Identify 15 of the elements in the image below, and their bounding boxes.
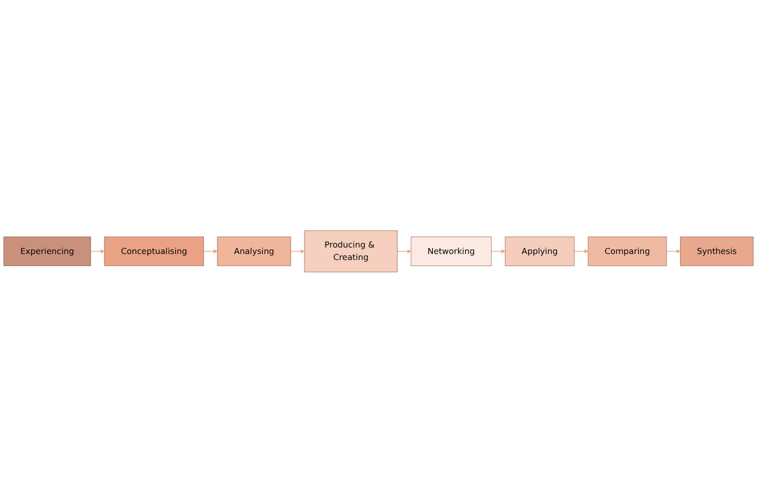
node-box: Networking: [410, 236, 492, 266]
arrow: [396, 248, 412, 254]
arrow: [203, 248, 218, 254]
arrow: [574, 248, 588, 254]
node-box: Producing & Creating: [304, 230, 398, 272]
node-box: Experiencing: [4, 236, 91, 266]
arrow: [491, 248, 506, 254]
node-box: Synthesis: [680, 236, 754, 266]
arrow: [290, 248, 305, 254]
node-box: Comparing: [588, 236, 667, 266]
arrow: [90, 248, 105, 254]
node-box: Analysing: [217, 236, 291, 266]
node-box: Applying: [504, 236, 575, 266]
arrow: [666, 248, 680, 254]
node-box: Conceptualising: [104, 236, 204, 266]
